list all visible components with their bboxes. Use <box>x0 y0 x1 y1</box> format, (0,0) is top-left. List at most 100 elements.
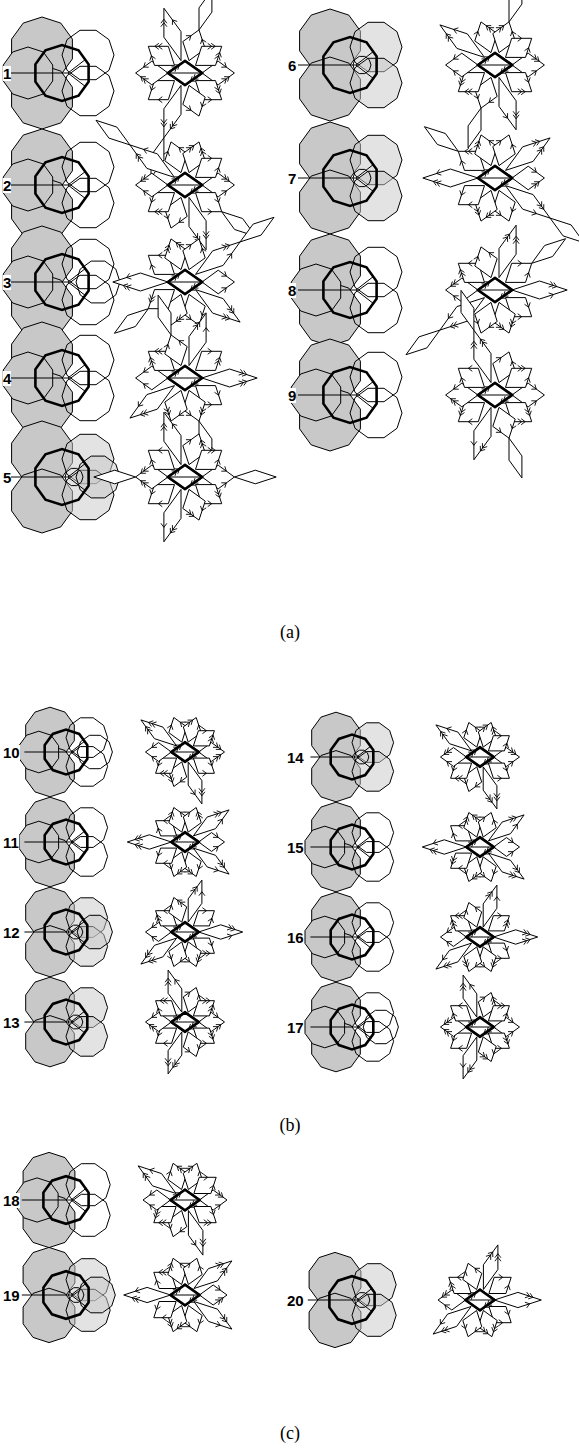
edge-arrow <box>158 252 162 258</box>
edge-arrow <box>162 1315 166 1321</box>
edge-arrow <box>474 144 480 149</box>
edge-arrow <box>224 176 229 181</box>
edge-arrow <box>166 1266 172 1271</box>
edge-arrow <box>201 102 207 107</box>
edge-arrow <box>468 752 473 757</box>
rhombus-tile <box>199 1285 227 1305</box>
edge-arrow <box>207 1220 211 1226</box>
edge-arrow <box>480 727 485 732</box>
edge-arrow <box>484 170 489 175</box>
edge-arrow <box>199 148 205 153</box>
edge-arrow <box>494 797 500 801</box>
edge-arrow <box>191 76 196 81</box>
edge-arrow <box>150 294 156 299</box>
decagon-cluster <box>298 9 402 121</box>
edge-arrow <box>201 443 207 448</box>
tiling-line <box>466 1027 493 1028</box>
edge-arrow <box>192 752 197 757</box>
tiling-line <box>466 847 493 848</box>
rhombus-tiling <box>433 1245 541 1337</box>
tiling-line <box>478 65 512 66</box>
edge-arrow <box>179 218 184 223</box>
edge-arrow <box>161 123 167 127</box>
rhombus-tile <box>183 1032 201 1057</box>
edge-arrow <box>155 43 159 49</box>
edge-arrow <box>455 913 459 919</box>
tiling-line <box>466 1027 493 1028</box>
edge-arrow <box>215 460 221 465</box>
edge-arrow <box>511 750 516 755</box>
edge-arrow <box>475 1327 480 1332</box>
edge-arrow <box>176 835 181 840</box>
edge-arrow <box>492 959 498 964</box>
edge-arrow <box>220 863 225 868</box>
edge-arrow <box>487 847 492 852</box>
cluster-line <box>24 752 70 753</box>
edge-arrow <box>447 1032 452 1037</box>
edge-arrow <box>496 428 501 433</box>
edge-arrow <box>164 860 168 866</box>
edge-arrow <box>216 745 221 750</box>
edge-arrow <box>513 824 518 829</box>
rhombus-tile <box>199 833 225 852</box>
edge-arrow <box>452 833 458 838</box>
rhombus-tile <box>234 470 276 484</box>
edge-arrow <box>144 79 149 84</box>
edge-arrow <box>222 245 227 251</box>
edge-arrow <box>497 1045 501 1051</box>
edge-arrow <box>168 1322 174 1327</box>
edge-arrow <box>198 1171 204 1176</box>
edge-arrow <box>213 1013 218 1018</box>
edge-arrow <box>138 401 143 406</box>
edge-arrow <box>144 466 149 471</box>
edge-arrow <box>164 908 168 914</box>
edge-arrow <box>451 399 456 404</box>
cluster-line <box>10 378 68 379</box>
edge-arrow <box>157 918 163 923</box>
decagon-cluster <box>3 129 114 241</box>
edge-arrow <box>513 865 518 870</box>
edge-arrow <box>189 1297 194 1302</box>
rhombus-tile <box>483 767 497 809</box>
edge-arrow <box>164 214 170 219</box>
edge-arrow <box>225 244 230 250</box>
rhombus-tile <box>424 127 458 152</box>
edge-arrow <box>191 285 196 290</box>
edge-arrow <box>209 1005 215 1010</box>
edge-arrow <box>460 161 466 166</box>
edge-arrow <box>437 169 442 175</box>
edge-arrow <box>525 273 531 278</box>
edge-arrow <box>179 245 184 250</box>
edge-arrow <box>189 754 194 759</box>
edge-arrow <box>496 28 501 33</box>
item-number: 11 <box>3 835 19 850</box>
edge-arrow <box>459 1045 463 1051</box>
edge-arrow <box>165 1062 171 1066</box>
rhombus-tile <box>113 273 168 291</box>
item-number: 13 <box>3 1015 20 1030</box>
decagon-cluster <box>24 977 107 1067</box>
edge-arrow <box>508 838 513 843</box>
edge-arrow <box>206 950 210 956</box>
item-number: 14 <box>287 750 304 765</box>
edge-arrow <box>445 1326 450 1332</box>
edge-arrow <box>173 1195 178 1200</box>
edge-arrow <box>222 1268 227 1273</box>
edge-arrow <box>512 816 517 822</box>
edge-arrow <box>447 942 452 947</box>
edge-arrow <box>191 1240 196 1245</box>
item-number: 6 <box>288 58 296 73</box>
rhombus-tile <box>509 0 522 22</box>
tiling-line <box>466 1300 495 1301</box>
edge-arrow <box>461 1324 467 1329</box>
edge-arrow <box>215 1300 220 1305</box>
cluster-line <box>22 1295 71 1296</box>
item-number: 12 <box>3 925 20 940</box>
decagon-cluster <box>310 712 393 802</box>
cluster-line <box>357 836 371 858</box>
edge-arrow <box>221 174 226 179</box>
edge-arrow <box>173 837 178 842</box>
edge-arrow <box>215 1285 220 1290</box>
decagon-cluster <box>19 707 112 797</box>
edge-arrow <box>475 1268 480 1273</box>
